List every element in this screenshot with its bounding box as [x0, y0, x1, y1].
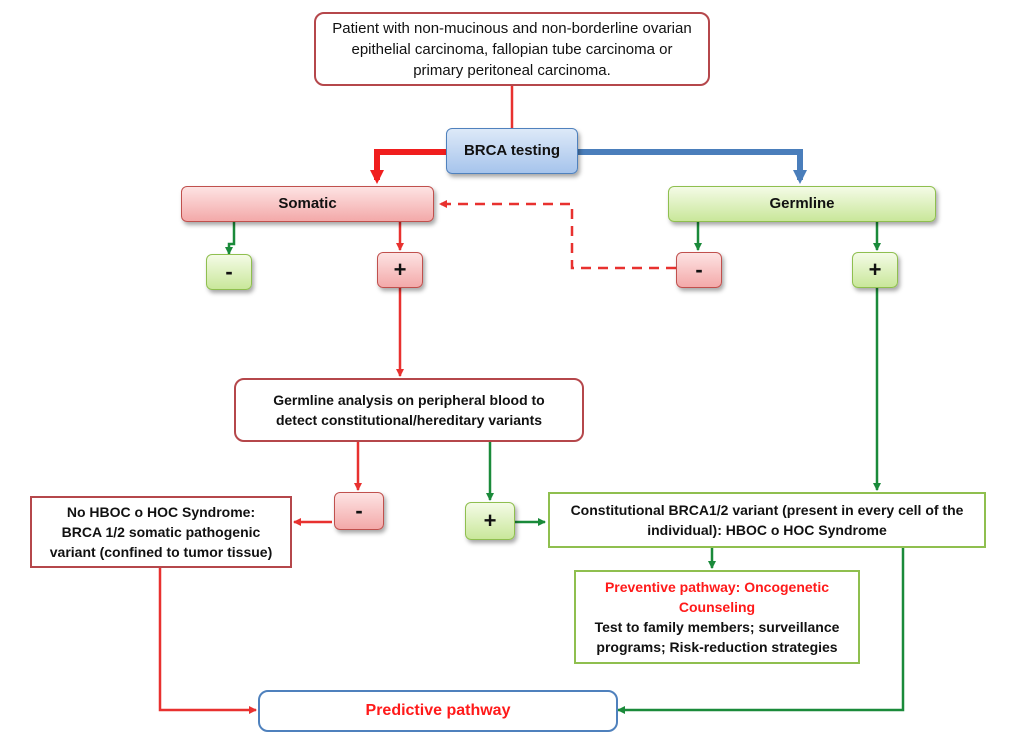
predictive-box: Predictive pathway	[258, 690, 618, 732]
germline-analysis-line-1: Germline analysis on peripheral blood to	[273, 392, 545, 408]
brca-testing-label: BRCA testing	[463, 142, 561, 159]
blood-positive-text: +	[483, 508, 497, 533]
no-hboc-box: No HBOC o HOC Syndrome: BRCA 1/2 somatic…	[30, 496, 292, 568]
constitutional-to-predictive-arrow	[617, 548, 905, 714]
brca-testing-box: BRCA testing	[446, 128, 578, 174]
germline-negative-sign: -	[676, 252, 722, 288]
predictive-label: Predictive pathway	[365, 702, 511, 719]
somatic-label: Somatic	[278, 195, 337, 212]
constitutional-line-1: Constitutional BRCA1/2 variant (present …	[570, 502, 964, 518]
patient-line-3: primary peritoneal carcinoma.	[413, 61, 611, 79]
germline-positive-sign: +	[852, 252, 898, 288]
somatic-box: Somatic	[181, 186, 434, 222]
somatic-positive-sign: +	[377, 252, 423, 288]
brca-to-germline-arrow	[578, 149, 807, 184]
somatic-to-negative-arrow	[225, 222, 236, 255]
no-hboc-line-2: BRCA 1/2 somatic pathogenic	[61, 524, 261, 540]
germline-positive-text: +	[868, 257, 882, 282]
germline-box: Germline	[668, 186, 936, 222]
no-hboc-line-3: variant (confined to tumor tissue)	[49, 544, 273, 560]
germline-negative-to-somatic-dashed-arrow	[439, 200, 676, 270]
germline-analysis-box: Germline analysis on peripheral blood to…	[234, 378, 584, 442]
somatic-negative-text: -	[225, 259, 233, 284]
constitutional-line-2: individual): HBOC o HOC Syndrome	[647, 522, 887, 538]
somatic-positive-text: +	[393, 257, 407, 282]
patient-line-1: Patient with non-mucinous and non-border…	[332, 19, 692, 37]
germline-analysis-line-2: detect constitutional/hereditary variant…	[275, 412, 543, 428]
germline-label: Germline	[769, 195, 835, 212]
no-hboc-to-predictive-arrow	[158, 568, 257, 714]
brca-to-somatic-arrow	[370, 149, 446, 184]
germline-negative-text: -	[695, 257, 703, 282]
somatic-negative-sign: -	[206, 254, 252, 290]
preventive-line-2: programs; Risk-reduction strategies	[596, 639, 838, 655]
preventive-line-1: Test to family members; surveillance	[594, 619, 840, 635]
preventive-box: Preventive pathway: Oncogenetic Counseli…	[574, 570, 860, 664]
blood-negative-sign: -	[334, 492, 384, 530]
preventive-title-line-1: Preventive pathway: Oncogenetic	[604, 579, 830, 595]
preventive-title-line-2: Counseling	[678, 599, 756, 615]
patient-line-2: epithelial carcinoma, fallopian tube car…	[351, 40, 673, 58]
blood-positive-sign: +	[465, 502, 515, 540]
blood-negative-text: -	[355, 498, 363, 523]
constitutional-box: Constitutional BRCA1/2 variant (present …	[548, 492, 986, 548]
no-hboc-line-1: No HBOC o HOC Syndrome:	[66, 504, 256, 520]
patient-box: Patient with non-mucinous and non-border…	[314, 12, 710, 86]
